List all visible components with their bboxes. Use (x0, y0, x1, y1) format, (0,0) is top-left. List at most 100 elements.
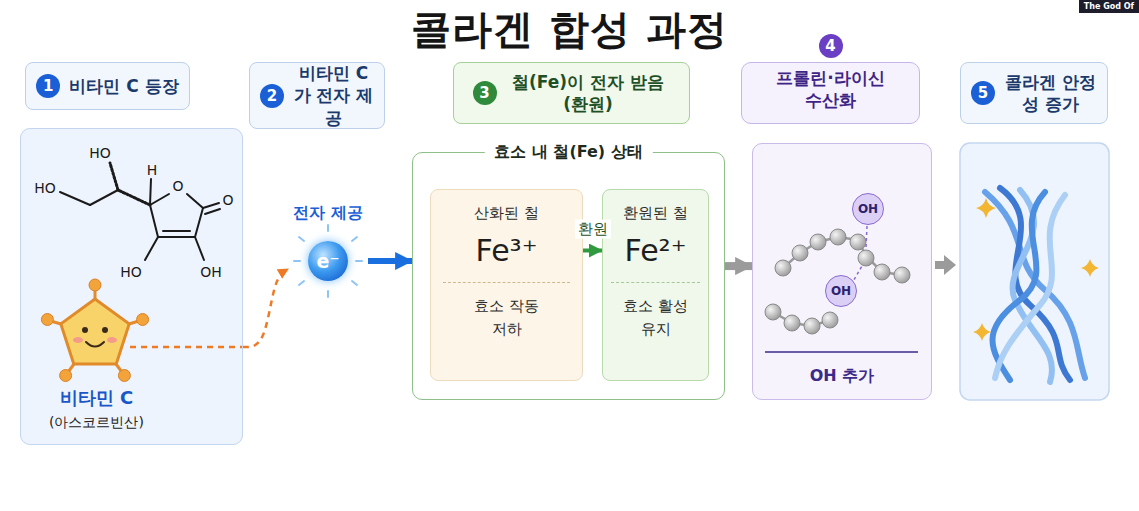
ascorbic-acid-structure (195, 237, 204, 260)
peptide-chain (874, 264, 890, 280)
num-text: 3 (473, 81, 497, 105)
peptide-chain (792, 245, 808, 261)
ascorbic-acid-structure (145, 237, 158, 260)
ghead-text: 효소 내 철(Fe) 상태 (484, 141, 652, 163)
connector-arrow (583, 249, 602, 253)
febig-text: Fe²⁺ (625, 233, 687, 268)
ascorbic-acid-structure (203, 203, 219, 208)
ascorbic-acid-structure (110, 163, 118, 190)
ascorbic-acid-structure (90, 190, 118, 205)
htxt-text: 비타민 C 등장 (69, 75, 178, 97)
ascorbic-acid-structure (150, 205, 158, 237)
sparkle (973, 198, 1099, 341)
peptide-chain (850, 234, 866, 250)
collagen-helix (985, 188, 1085, 382)
num-text: 5 (971, 81, 995, 105)
febot-text: 효소 활성 유지 (611, 282, 700, 342)
ecirc-text: e⁻ (308, 241, 348, 281)
peptide-chain (765, 351, 918, 353)
edge-label: 환원 (575, 219, 611, 238)
ascorbic-acid-structure (60, 192, 90, 205)
elab-text: 전자 제공 (293, 202, 363, 224)
panel-fill (20, 128, 243, 445)
panel-fill (960, 143, 1109, 400)
htxt-text: 콜라겐 안정성 증가 (1004, 71, 1097, 115)
sparkle (1081, 259, 1099, 277)
electron-glow (299, 237, 304, 241)
htxt-text: 철(Fe)이 전자 받음 (환원) (506, 71, 671, 115)
ascorbic-acid-structure (118, 190, 150, 205)
ascorbic-acid-structure (158, 236, 195, 238)
ascorbic-acid-structure (163, 230, 190, 232)
hydroxyl-bubble: OH (852, 193, 884, 225)
fetop-text: 환원된 철 (623, 204, 688, 223)
connector-arrow (725, 262, 752, 270)
connector-arrow (243, 269, 288, 347)
peptide-chain (784, 315, 800, 331)
febot-text: 효소 작동 저하 (443, 282, 570, 342)
atom-label: O (222, 193, 233, 207)
atom-label: HO (120, 265, 142, 279)
step-header: 5 콜라겐 안정성 증가 (960, 62, 1108, 124)
electron-glow (294, 225, 362, 297)
vitamin-c-mascot (47, 285, 142, 375)
connector-arrow (368, 258, 412, 264)
collagen-helix (993, 192, 1046, 380)
atom-label: OH (200, 265, 222, 279)
vitamin-c-mascot (61, 299, 129, 364)
ascorbic-acid-structure (205, 209, 220, 214)
peptide-chain (775, 260, 791, 276)
vitamin-c-mascot (118, 370, 130, 382)
oh-text: OH (858, 202, 878, 216)
peptide-chain (773, 312, 830, 326)
peptide-chain (804, 318, 820, 334)
electron-glow (352, 281, 357, 285)
electron-glow (356, 260, 362, 262)
iron-state-box: 환원된 철 Fe²⁺ 효소 활성 유지 (602, 189, 709, 381)
iron-state-box: 산화된 철Fe³⁺효소 작동 저하 (430, 189, 583, 381)
peptide-chain (765, 304, 781, 320)
electron-glow (294, 260, 300, 262)
panel-fill (752, 143, 932, 400)
sparkle (976, 198, 996, 218)
step-header: 3 철(Fe)이 전자 받음 (환원) (453, 62, 690, 124)
oh-text: OH (831, 284, 851, 298)
vitamin-c-mascot (130, 346, 243, 349)
hydroxyl-bubble: OH (825, 275, 857, 307)
vcsub-text: (아스코르빈산) (49, 414, 144, 432)
enzyme-iron-group: 효소 내 철(Fe) 상태산화된 철Fe³⁺효소 작동 저하환원된 철Fe²⁺효… (412, 152, 725, 400)
step-header: 1비타민 C 등장 (25, 62, 190, 110)
vitamin-c-mascot (41, 279, 148, 382)
peptide-chain (830, 229, 846, 245)
vc-text: 비타민 C (60, 386, 133, 410)
atom-label: O (172, 179, 183, 193)
atom-label: H (147, 163, 158, 177)
step-arrow (935, 261, 945, 269)
peptide-chain (822, 312, 838, 328)
num-text: 2 (260, 84, 284, 108)
peptide-chain (773, 237, 902, 326)
panel-fill (20, 128, 1109, 445)
vitamin-c-panel: 비타민 C (아스코르빈산) (20, 128, 243, 445)
ascorbic-acid-structure (60, 163, 220, 260)
step-arrow (935, 255, 956, 275)
ascorbic-acid-structure (150, 194, 169, 205)
step-arrow (944, 255, 956, 275)
htxt-text: 프롤린·라이신 수산화 (768, 67, 893, 111)
watermark: The God Of (1079, 0, 1139, 13)
sparkle (973, 323, 991, 341)
fetop-text: 산화된 철 (474, 204, 539, 223)
electron-glow (299, 281, 304, 285)
electron-glow (327, 225, 329, 231)
vitamin-c-mascot (102, 327, 108, 333)
num-text: 4 (819, 34, 843, 58)
hydroxylation-panel: OH 추가OHOH (752, 143, 932, 400)
peptide-chain (765, 229, 910, 334)
peptide-chain (894, 267, 910, 283)
vitamin-c-mascot (82, 327, 88, 333)
htxt-text: 비타민 C가 전자 제공 (293, 62, 374, 128)
atom-label: HO (89, 146, 111, 160)
ascorbic-acid-structure (187, 194, 203, 208)
